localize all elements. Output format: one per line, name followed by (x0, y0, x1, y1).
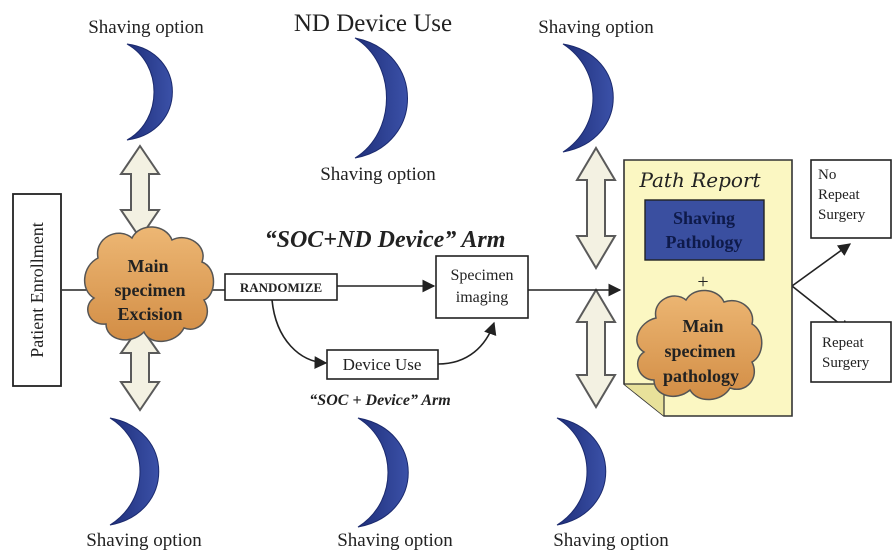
crescent-moon-icon-top-left (126, 43, 173, 141)
shaving-option-label-middle: Shaving option (320, 164, 436, 185)
shaving-option-label-top-right: Shaving option (538, 17, 654, 38)
device-use-label: Device Use (343, 355, 422, 374)
specimen-imaging-line-2: imaging (456, 289, 508, 306)
patient-enrollment-box (12, 193, 62, 387)
excision-line-1: Main (127, 256, 168, 276)
crescent-moon-icon-bottom-center (357, 417, 409, 528)
repeat-line-1: Repeat (822, 335, 864, 351)
shaving-option-label-bottom-left: Shaving option (86, 530, 202, 551)
randomize-box (224, 273, 338, 301)
shaving-option-label-bottom-right: Shaving option (553, 530, 669, 551)
arrow-no-repeat (791, 243, 852, 287)
pathology-line-1: Main (682, 316, 723, 336)
randomize-label: RANDOMIZE (240, 280, 322, 295)
crescent-moon-icon-top-center (354, 37, 408, 159)
double-arrow-icon-upper-right (575, 146, 617, 270)
crescent-moon-icon-bottom-left (109, 417, 160, 526)
excision-line-2: specimen (115, 280, 186, 300)
crescent-moon-icon-top-right (562, 43, 614, 153)
double-arrow-icon-lower-right (575, 288, 617, 409)
double-arrow-icon-lower-left (119, 324, 161, 412)
shaving-pathology-line-2: Pathology (665, 232, 742, 252)
repeat-line-2: Surgery (822, 355, 870, 371)
patient-enrollment-label: Patient Enrollment (27, 222, 47, 357)
no-repeat-line-2: Repeat (818, 187, 860, 203)
shaving-option-label-top-left: Shaving option (88, 17, 204, 38)
top-title: ND Device Use (294, 10, 452, 37)
main-specimen-pathology-cloud (636, 289, 763, 401)
specimen-imaging-box (435, 255, 529, 319)
no-repeat-surgery-box (810, 159, 892, 239)
excision-line-3: Excision (117, 304, 182, 324)
repeat-surgery-box (810, 321, 892, 383)
path-report-title: Path Report (638, 168, 761, 192)
device-use-box (326, 349, 439, 380)
arrow-to-device-use (271, 299, 328, 369)
main-specimen-excision-cloud (84, 226, 215, 342)
soc-device-arm-label: “SOC + Device” Arm (309, 392, 450, 409)
crescent-moon-icon-bottom-right (556, 417, 607, 526)
shaving-pathology-box (644, 199, 765, 261)
arrow-device-to-imaging (437, 321, 497, 365)
no-repeat-line-3: Surgery (818, 207, 866, 223)
shaving-option-label-bottom-center: Shaving option (337, 530, 453, 551)
specimen-imaging-line-1: Specimen (450, 267, 513, 284)
no-repeat-line-1: No (818, 167, 836, 183)
shaving-pathology-line-1: Shaving (673, 208, 735, 228)
double-arrow-icon-upper-left (119, 144, 161, 240)
plus-sign: + (697, 271, 708, 293)
pathology-line-2: specimen (665, 341, 736, 361)
soc-nd-device-arm-label: “SOC+ND Device” Arm (265, 227, 506, 253)
pathology-line-3: pathology (663, 366, 739, 386)
